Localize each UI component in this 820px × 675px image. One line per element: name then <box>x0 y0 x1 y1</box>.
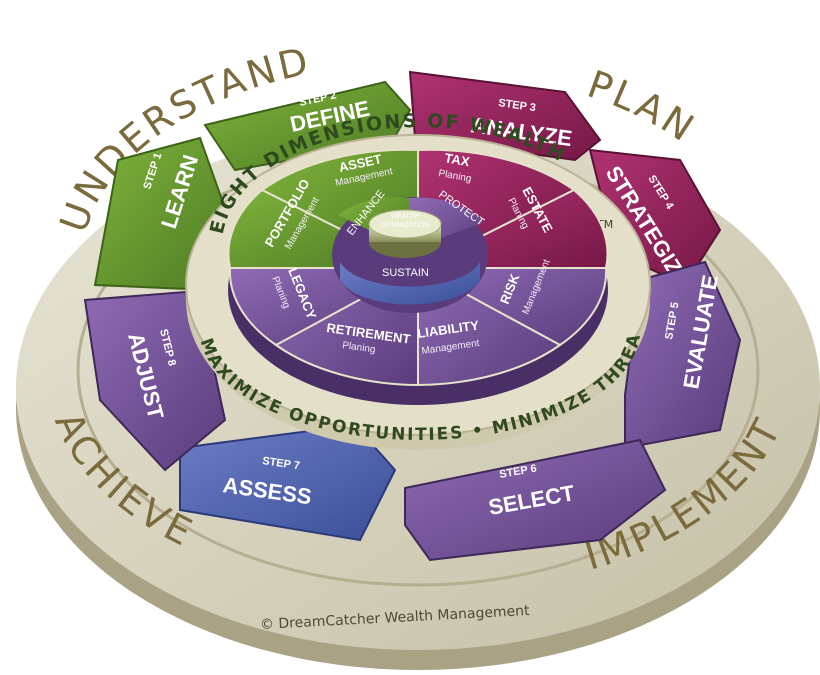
core-cylinder: WEALTH OPTIMIZATION <box>368 209 442 258</box>
step-7-arrow: STEP 7 ASSESS <box>179 423 397 542</box>
step-8-arrow: STEP 8 ADJUST <box>83 290 227 472</box>
step-2-arrow: STEP 2 DEFINE <box>203 80 412 172</box>
hub-sustain: SUSTAIN <box>382 267 429 279</box>
dimension-retirement-sub: Planing <box>342 340 377 356</box>
step-3-number: STEP 3 <box>498 97 537 114</box>
core-line1: WEALTH <box>391 213 420 220</box>
dimension-tax-title: TAX <box>443 150 471 169</box>
step-5-arrow: STEP 5 EVALUATE <box>624 260 742 450</box>
step-7-number: STEP 7 <box>262 455 301 472</box>
core-line2: OPTIMIZATION <box>380 222 429 229</box>
phase-plan: PLAN <box>582 62 704 152</box>
step-6-arrow: STEP 6 SELECT <box>404 438 667 562</box>
